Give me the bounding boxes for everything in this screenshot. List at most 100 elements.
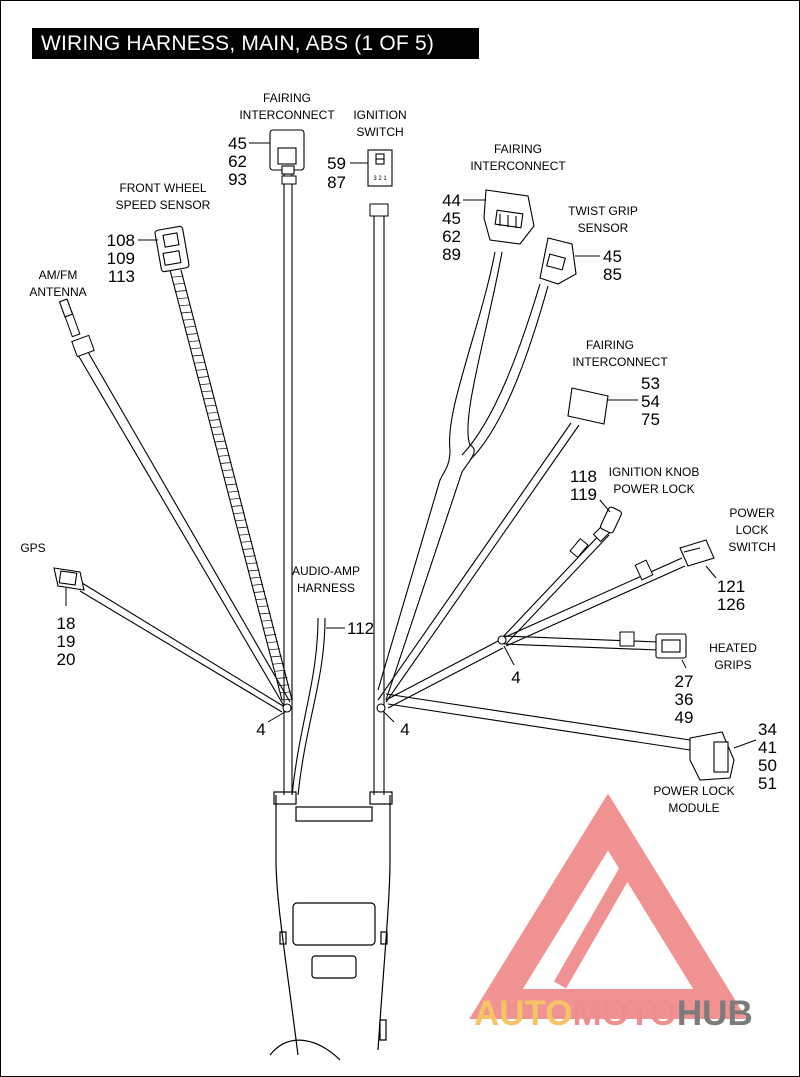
- audio-amp-ref: 112: [347, 619, 374, 638]
- heated-grips-ref: 49: [675, 708, 694, 727]
- fairing-3-connector: [567, 387, 609, 425]
- ignition-switch-label-line-2: SWITCH: [356, 125, 403, 139]
- ignition-knob-label-line-1: IGNITION KNOB: [609, 465, 700, 479]
- conduit-rib: [259, 612, 271, 615]
- fairing-3-ref: 75: [641, 410, 660, 429]
- fairing-1-label-line-1: FAIRING: [263, 91, 311, 105]
- title-bar: WIRING HARNESS, MAIN, ABS (1 OF 5): [32, 28, 479, 59]
- watermark-part-1: AUTO: [474, 994, 573, 1033]
- twist-grip-label-line-1: TWIST GRIP: [568, 204, 638, 218]
- conduit-rib: [216, 447, 228, 450]
- leader-lines: [65, 142, 757, 749]
- conduit-rib: [186, 333, 198, 335]
- conduit-rib: [253, 591, 266, 593]
- conduit-rib: [274, 669, 286, 672]
- conduit-rib: [175, 290, 187, 292]
- twist-grip-label-line-2: SENSOR: [578, 221, 629, 235]
- front-wheel-connector: [154, 225, 190, 273]
- ignition-switch-connector: [367, 149, 393, 187]
- conduit-rib: [244, 555, 256, 558]
- tie-callout-right: 4: [400, 720, 409, 739]
- fairing-2-ref: 62: [442, 227, 461, 246]
- ignition-switch-pins: 3 2 1: [373, 176, 387, 182]
- front-wheel-ref: 113: [108, 267, 135, 286]
- tie-callout-center: 4: [511, 668, 520, 687]
- conduit-rib: [281, 698, 294, 701]
- heated-grips-connector: [655, 633, 687, 659]
- conduit-rib: [190, 347, 202, 350]
- watermark-part-3: HUB: [677, 994, 753, 1033]
- power-lock-module-ref: 34: [758, 720, 777, 739]
- fairing-1-ref: 93: [228, 170, 247, 189]
- conduit-rib: [205, 404, 217, 407]
- power-lock-switch-label-line-3: SWITCH: [728, 540, 775, 554]
- power-lock-module-ref: 50: [758, 756, 777, 775]
- conduit-rib: [201, 390, 213, 393]
- conduit-rib: [231, 505, 243, 507]
- conduit-rib: [229, 497, 241, 500]
- conduit-rib: [188, 340, 200, 343]
- front-wheel-label-line-1: FRONT WHEEL: [119, 181, 206, 195]
- conduit-rib: [179, 304, 191, 307]
- conduit-ribs: [169, 268, 294, 701]
- conduit-rib: [227, 490, 239, 493]
- conduit-rib: [222, 469, 234, 472]
- conduit-rib: [237, 526, 249, 529]
- conduit-rib: [257, 605, 269, 608]
- power-lock-module-connector: [689, 731, 735, 781]
- right-branch-wires: [373, 212, 691, 795]
- fairing-1-ref: 62: [228, 152, 247, 171]
- gps-ref: 18: [57, 614, 76, 633]
- conduit-rib: [196, 368, 208, 371]
- conduit-rib: [214, 440, 226, 443]
- tie-point-right: [376, 703, 386, 713]
- conduit-rib: [173, 282, 185, 285]
- power-lock-module-ref: 51: [758, 774, 777, 793]
- ignition-knob-label-line-2: POWER LOCK: [613, 482, 694, 496]
- power-lock-switch-label-line-1: POWER: [729, 506, 775, 520]
- conduit-rib: [181, 311, 193, 314]
- front-wheel-ref: 109: [107, 249, 135, 268]
- conduit-rib: [239, 533, 251, 536]
- front-wheel-ref: 108: [107, 231, 135, 250]
- ignition-knob-ref: 119: [570, 485, 597, 504]
- conduit-rib: [194, 361, 206, 364]
- conduit-rib: [183, 318, 195, 321]
- fairing-2-label-line-1: FAIRING: [494, 142, 542, 156]
- watermark-text: AUTOMOTOHUB: [474, 994, 753, 1033]
- conduit-rib: [235, 519, 247, 522]
- front-wheel-label-line-2: SPEED SENSOR: [116, 198, 211, 212]
- power-lock-module-label-line-2: MODULE: [668, 801, 719, 815]
- conduit-rib: [268, 648, 280, 651]
- conduit-rib: [276, 677, 288, 679]
- heated-grips-label-line-1: HEATED: [709, 641, 757, 655]
- ignition-switch-ref: 59: [327, 154, 346, 173]
- conduit-rib: [184, 325, 196, 328]
- twist-grip-ref: 45: [603, 247, 622, 266]
- conduit-rib: [272, 662, 284, 665]
- ignition-knob-connector: [600, 506, 622, 534]
- conduit-rib: [197, 376, 210, 378]
- fairing-1-connector: [269, 129, 305, 175]
- fairing-3-ref: 54: [641, 392, 660, 411]
- conduit-rib: [224, 476, 236, 479]
- power-lock-switch-connector: [679, 539, 715, 567]
- ignition-switch-ref: 87: [327, 173, 346, 192]
- conduit-rib: [280, 691, 292, 694]
- power-lock-module-ref: 41: [758, 738, 777, 757]
- conduit-rib: [248, 569, 260, 572]
- conduit-rib: [255, 598, 267, 601]
- fairing-3-label-line-2: INTERCONNECT: [572, 355, 668, 369]
- conduit-rib: [171, 275, 183, 278]
- conduit-rib: [199, 383, 211, 386]
- power-lock-switch-label-line-2: LOCK: [736, 523, 769, 537]
- gps-label: GPS: [20, 541, 45, 555]
- conduit-rib: [225, 483, 238, 486]
- ignition-knob-ref: 118: [570, 467, 597, 486]
- conduit-rib: [220, 462, 232, 464]
- gps-ref: 20: [57, 650, 76, 669]
- power-lock-module-label-line-1: POWER LOCK: [653, 784, 734, 798]
- conduit-rib: [218, 454, 230, 457]
- conduit-rib: [250, 576, 262, 579]
- conduit-rib: [209, 419, 221, 421]
